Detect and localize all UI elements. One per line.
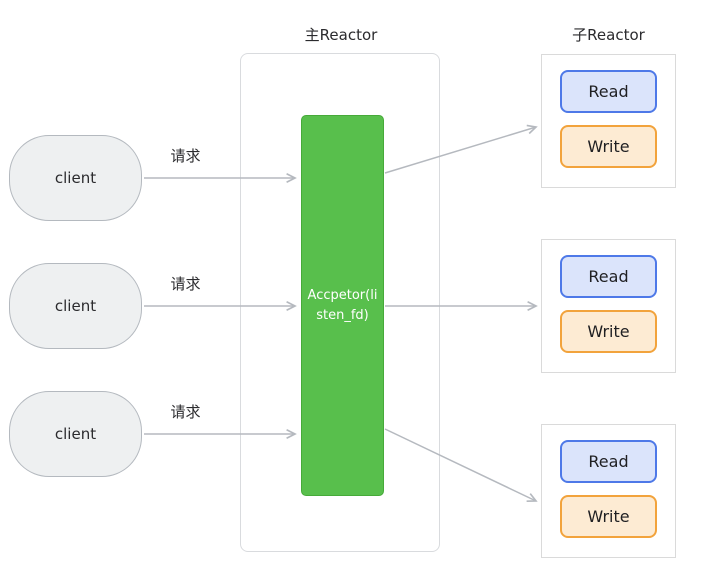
request-label-1: 请求 [170, 147, 201, 165]
client-label: client [54, 169, 97, 187]
read-node: Read [560, 70, 657, 113]
client-node-2: client [9, 263, 142, 349]
read-node: Read [560, 255, 657, 298]
client-label: client [54, 297, 97, 315]
client-node-3: client [9, 391, 142, 477]
write-label: Write [587, 322, 630, 341]
sub-reactor-box-2: Read Write [541, 239, 676, 373]
acceptor-label-line1: Accpetor(li [307, 287, 378, 303]
read-label: Read [588, 82, 629, 101]
write-node: Write [560, 125, 657, 168]
sub-reactor-title: 子Reactor [572, 26, 645, 44]
client-node-1: client [9, 135, 142, 221]
acceptor-label-line2: sten_fd) [316, 307, 369, 323]
write-label: Write [587, 507, 630, 526]
client-label: client [54, 425, 97, 443]
acceptor-node: Accpetor(li sten_fd) [301, 115, 384, 496]
request-label-2: 请求 [170, 275, 201, 293]
main-reactor-title: 主Reactor [304, 26, 378, 44]
read-label: Read [588, 267, 629, 286]
write-node: Write [560, 495, 657, 538]
read-node: Read [560, 440, 657, 483]
sub-reactor-box-3: Read Write [541, 424, 676, 558]
write-label: Write [587, 137, 630, 156]
request-label-3: 请求 [170, 403, 201, 421]
sub-reactor-box-1: Read Write [541, 54, 676, 188]
write-node: Write [560, 310, 657, 353]
read-label: Read [588, 452, 629, 471]
